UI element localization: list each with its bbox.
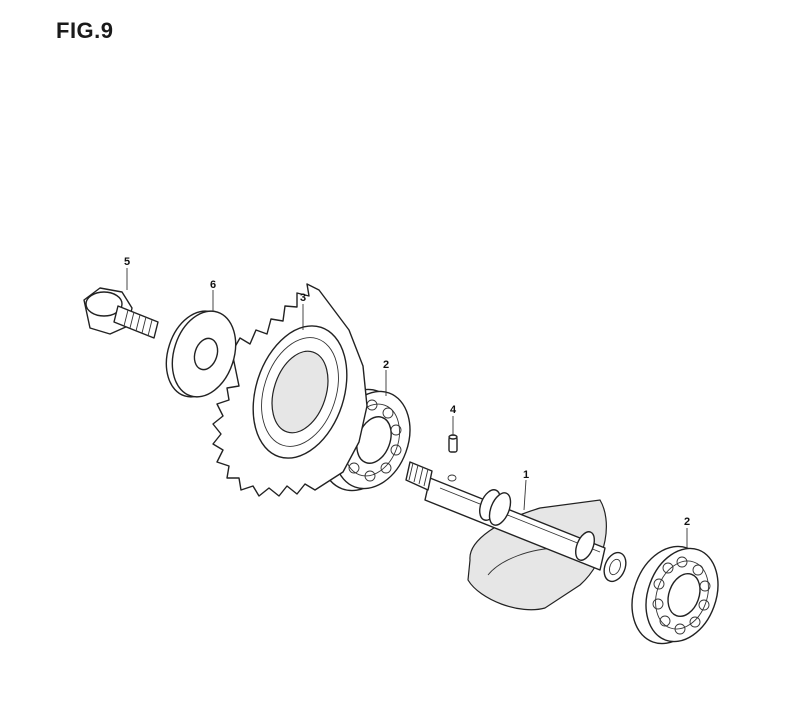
callout-3: 3 (300, 292, 306, 304)
pin-part[interactable] (448, 434, 458, 453)
callout-2-right: 2 (684, 516, 690, 528)
bolt-part[interactable] (83, 287, 159, 339)
washer-part[interactable] (156, 303, 246, 405)
bearing-right-part[interactable] (619, 536, 730, 655)
callout-leader-1 (523, 479, 527, 511)
crankshaft-part[interactable] (405, 461, 630, 611)
gear-part[interactable] (212, 283, 368, 497)
callout-2-left: 2 (383, 359, 389, 371)
callout-4: 4 (450, 404, 457, 416)
callout-1: 1 (523, 469, 529, 481)
figure-title: FIG.9 (56, 18, 114, 43)
callout-5: 5 (124, 256, 130, 268)
callout-6: 6 (210, 279, 216, 291)
